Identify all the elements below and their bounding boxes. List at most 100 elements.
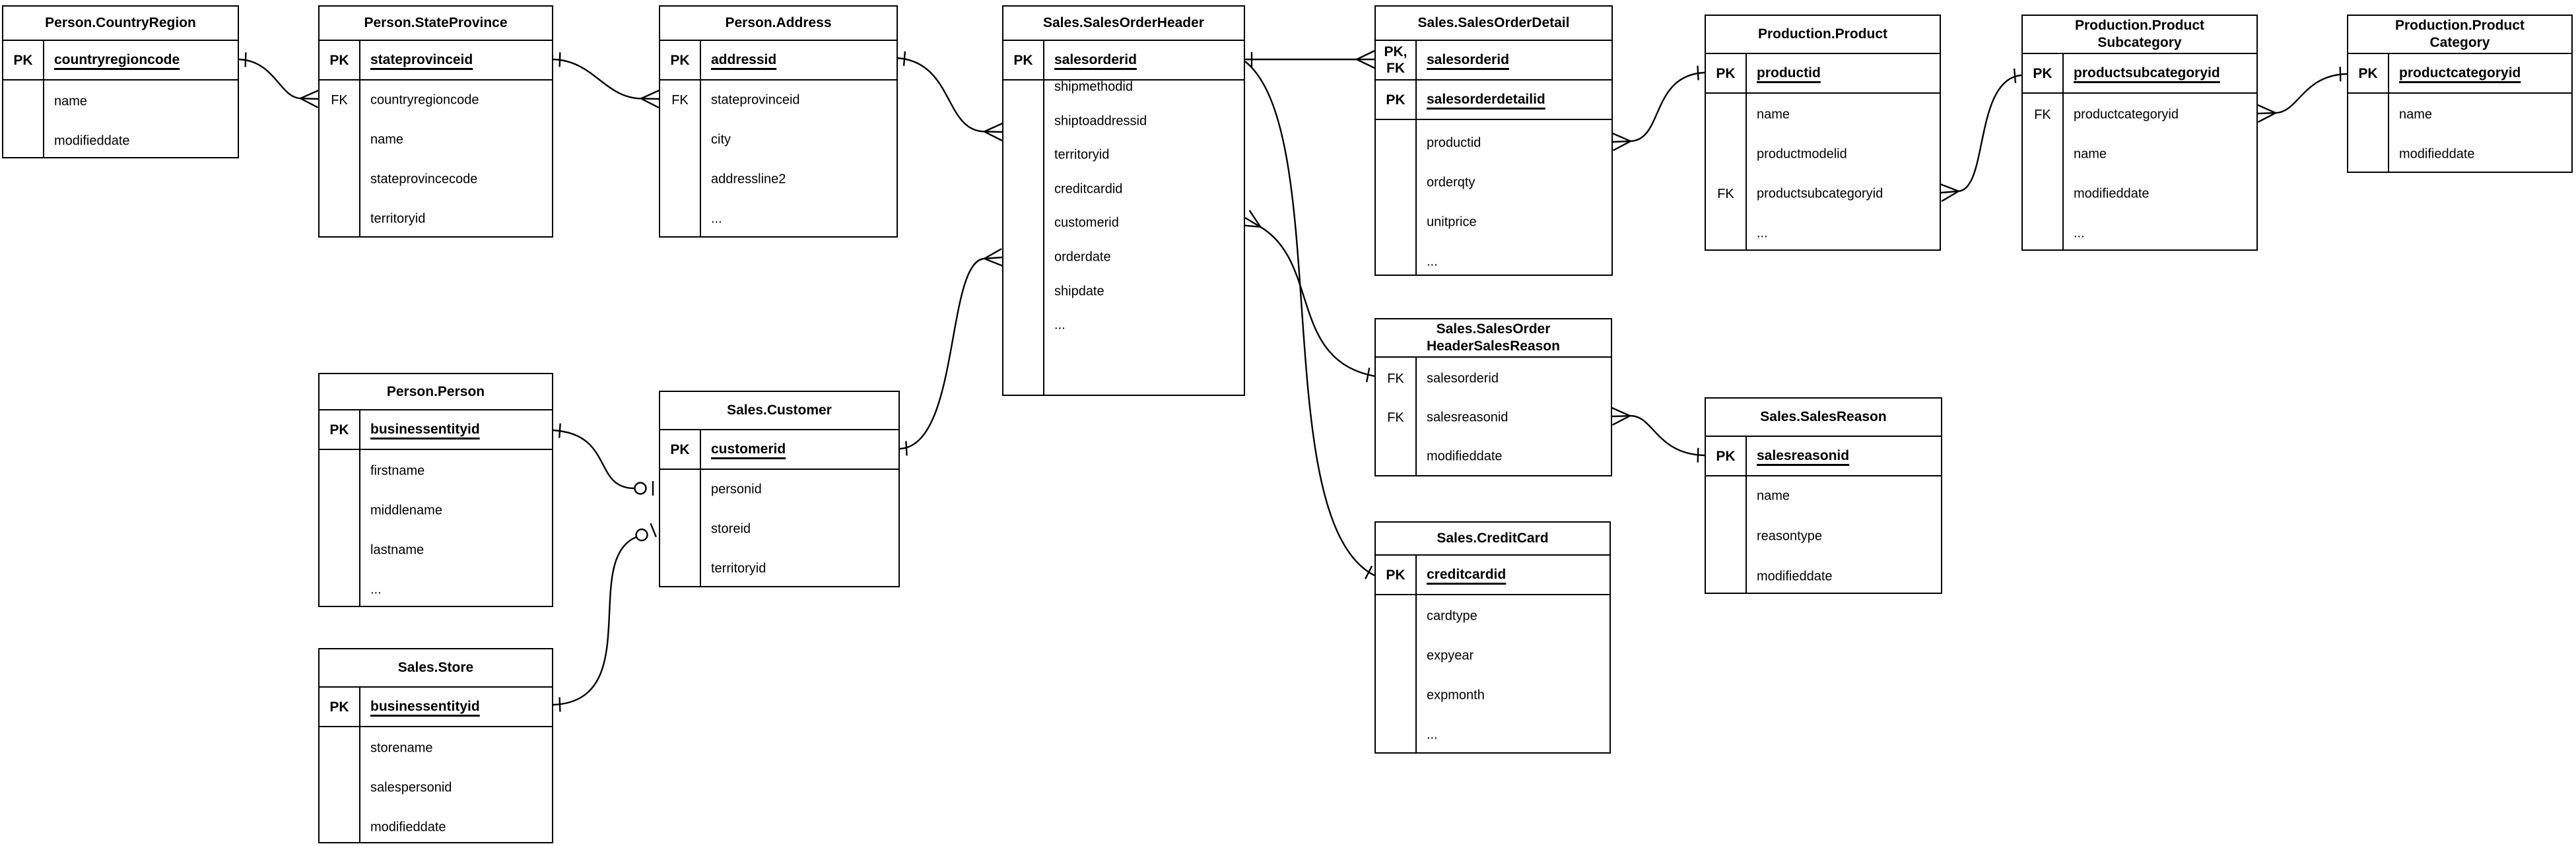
primary-key-column-name: salesreasonid [1757, 448, 1850, 463]
column-name: expmonth [1427, 688, 1485, 703]
entity-body: name reasontype modifieddate [1706, 476, 1941, 593]
key-badge: PK [2348, 54, 2389, 92]
entity-title-line: Person.Address [725, 15, 832, 30]
key-badge-line: PK [13, 52, 33, 68]
column-name: productsubcategoryid [1757, 186, 1883, 201]
key-badge-line: PK [1013, 52, 1033, 68]
entity-title-line: Category [2429, 35, 2490, 50]
entity-title: Sales.Store [320, 649, 552, 688]
column-name: productid [1427, 135, 1481, 150]
primary-key-column-name: salesorderid [1054, 52, 1137, 67]
key-badge-line: PK [2358, 65, 2378, 81]
column-name: unitprice [1427, 214, 1477, 230]
entity-title: Sales.SalesOrderHeader [1003, 7, 1244, 41]
column-name: modifieddate [1427, 449, 1503, 464]
column-name: firstname [370, 463, 425, 478]
key-badge-line: PK [329, 52, 349, 68]
column-name: cardtype [1427, 608, 1477, 624]
relationship-product-productsubcategory [1940, 68, 2022, 202]
entity-title: Person.CountryRegion [3, 7, 238, 41]
relationship-salesorderdetail-product [1612, 65, 1705, 152]
column-name: storename [370, 740, 433, 756]
key-badge-line: PK [1716, 448, 1736, 464]
column-name: lastname [370, 542, 424, 558]
column-name: productcategoryid [2074, 107, 2179, 122]
column-name: reasontype [1757, 529, 1822, 544]
fk-badge: FK [671, 93, 689, 108]
column-name: modifieddate [1757, 569, 1833, 584]
entity-title-line: Sales.SalesOrderHeader [1043, 15, 1204, 30]
entity-title-line: Production.Product [2395, 18, 2525, 33]
key-row: PK productcategoryid [2348, 54, 2571, 94]
key-badge: PK [1706, 437, 1747, 475]
key-row: PK salesreasonid [1706, 437, 1941, 476]
column-name: shiptoaddressid [1054, 114, 1147, 129]
key-row: PK businessentityid [320, 410, 552, 450]
column-name: ... [1054, 317, 1066, 333]
key-row: PK addressid [660, 41, 897, 81]
primary-key-column-name: stateprovinceid [370, 52, 473, 67]
column-name: city [711, 132, 731, 147]
column-name: ... [711, 211, 722, 226]
entity-title-line: Production.Product [2075, 18, 2204, 33]
primary-key-column-name: creditcardid [1427, 567, 1507, 582]
key-badge: PK [2023, 54, 2064, 92]
primary-key-column-name: businessentityid [370, 422, 480, 437]
column-name: countryregioncode [370, 92, 479, 108]
entity-title-line: Sales.CreditCard [1437, 531, 1549, 546]
entity-title: Sales.CreditCard [1376, 523, 1610, 556]
entity-title: Sales.SalesOrderDetail [1376, 7, 1611, 41]
column-name: ... [1427, 727, 1438, 742]
entity-title: Person.StateProvince [320, 7, 552, 41]
column-name: salesreasonid [1427, 410, 1508, 425]
column-name: stateprovincecode [370, 172, 478, 187]
key-badge: PK [1376, 81, 1417, 119]
column-name: name [1757, 488, 1790, 504]
column-name: expyear [1427, 648, 1474, 663]
key-badge: PK [320, 410, 360, 449]
fk-badge: FK [1717, 187, 1734, 201]
primary-key-column-name: productcategoryid [2399, 65, 2521, 81]
key-badge: PK [1706, 54, 1747, 92]
key-badge: PK [660, 41, 701, 79]
entity-title-line: Person.Person [386, 383, 485, 399]
fk-badge: FK [2034, 108, 2051, 122]
fk-badge: FK [1387, 410, 1404, 425]
relationship-headersalesreason-salesreason [1611, 407, 1705, 463]
primary-key-column-name: addressid [711, 52, 777, 67]
column-name: creditcardid [1054, 181, 1123, 197]
entity-title: Production.Product [1706, 16, 1940, 54]
column-name: shipmethodid [1054, 79, 1133, 94]
fk-badge: FK [1387, 372, 1404, 386]
entity-title-line: Production.Product [1758, 26, 1887, 42]
entity-title-line: Sales.Customer [727, 403, 832, 418]
column-name: personid [711, 482, 762, 497]
relationship-salesorderheader-creditcard [1244, 61, 1375, 579]
entity-title: Person.Address [660, 7, 897, 41]
column-name: ... [1757, 226, 1768, 241]
entity-title-line: Subcategory [2097, 35, 2182, 50]
column-name: name [2074, 146, 2107, 162]
fk-badge: FK [331, 93, 348, 108]
